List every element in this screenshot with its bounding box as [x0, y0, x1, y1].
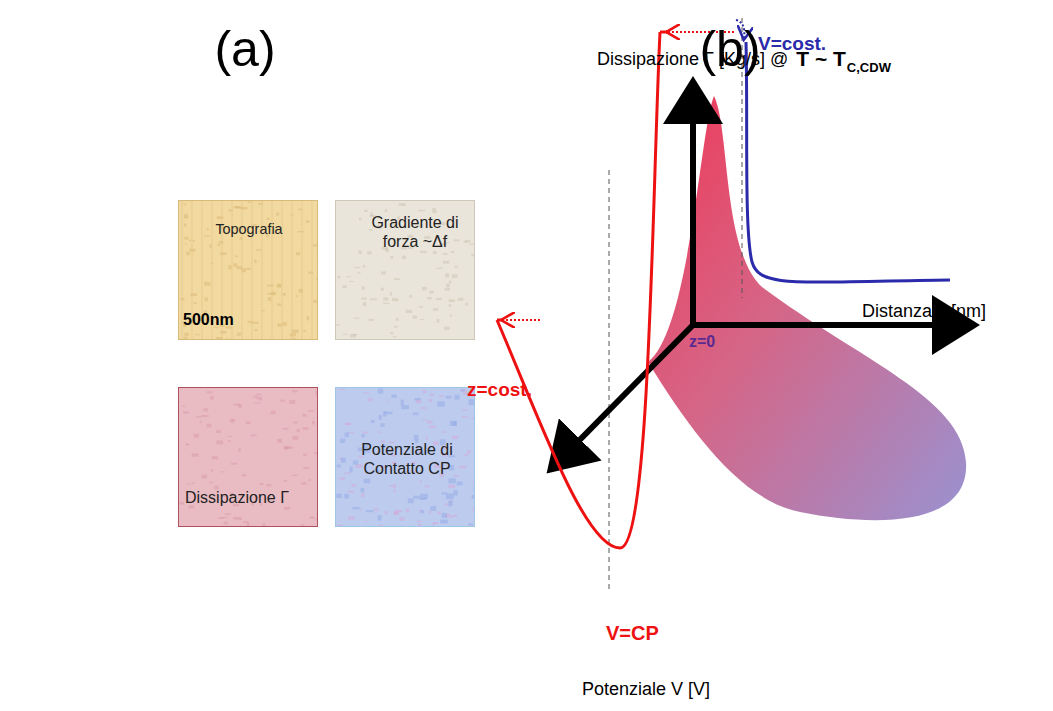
image-label: Dissipazione Γ — [185, 488, 315, 507]
curve-label: z=cost. — [467, 380, 532, 401]
image-label: Gradiente di forza ~Δf — [358, 213, 472, 251]
subscript: C,CDW — [847, 61, 891, 75]
contact-potential-image: Potenziale di Contatto CP — [335, 387, 475, 527]
image-label: Potenziale di Contatto CP — [344, 440, 470, 478]
gamma-axis — [690, 88, 696, 325]
force-gradient-image: Gradiente di forza ~Δf — [335, 200, 475, 340]
axis-title: Distanza z [nm] — [862, 302, 986, 322]
curve-label: V=CP — [606, 622, 659, 644]
scan-arrow — [503, 319, 540, 321]
image-texture — [179, 388, 318, 527]
topography-image: Topografia 500nm — [178, 200, 318, 340]
scale-label: 500nm — [183, 310, 273, 329]
z-axis — [693, 322, 968, 328]
v-axis — [555, 325, 693, 465]
constant-z-curve — [660, 31, 668, 34]
image-label: Topografia — [179, 221, 318, 238]
axis-title: Potenziale V [V] — [582, 680, 710, 700]
constant-v-curve — [746, 42, 950, 282]
curve-label: V=cost. — [758, 34, 826, 55]
guide-line — [609, 170, 610, 592]
dissipation-image: Dissipazione Γ — [178, 387, 318, 527]
panel-letter: (a) — [214, 22, 275, 77]
constant-z-curve — [497, 32, 660, 548]
constant-z-curve — [497, 319, 503, 322]
axis-origin: z=0 — [689, 333, 715, 351]
